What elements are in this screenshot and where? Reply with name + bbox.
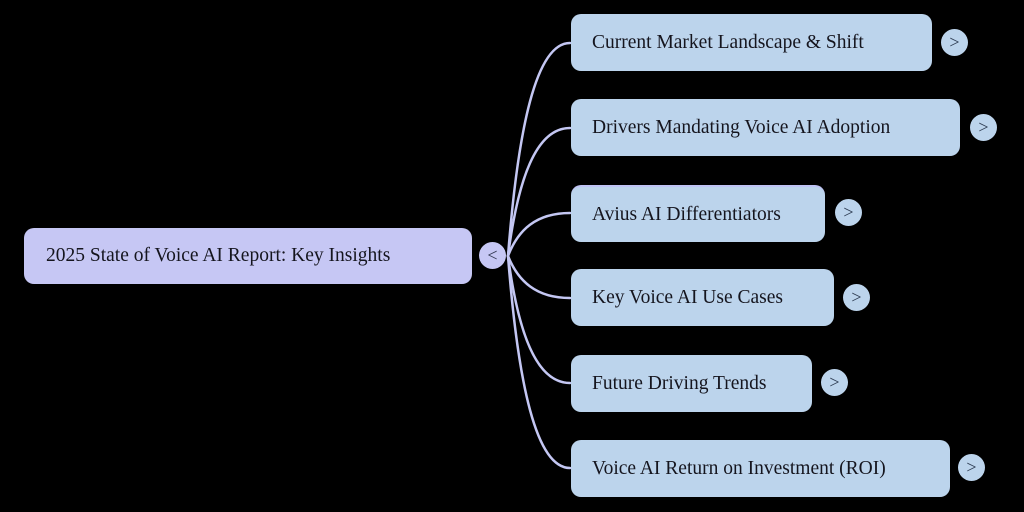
- chevron-right-icon: >: [966, 456, 977, 477]
- branch-node-label: Voice AI Return on Investment (ROI): [592, 457, 886, 479]
- connector-line: [506, 254, 572, 300]
- connector-line: [506, 126, 572, 258]
- branch-node-label: Future Driving Trends: [592, 372, 767, 394]
- connector-line: [506, 41, 572, 258]
- root-node-label: 2025 State of Voice AI Report: Key Insig…: [46, 245, 391, 266]
- connector-line: [506, 254, 572, 385]
- branch-node-label: Key Voice AI Use Cases: [592, 286, 784, 308]
- branch-node-avius-ai-differentiators[interactable]: Avius AI Differentiators: [571, 185, 825, 242]
- chevron-right-icon: >: [978, 116, 989, 137]
- chevron-right-icon: >: [829, 371, 840, 392]
- branch-node-label: Drivers Mandating Voice AI Adoption: [592, 116, 891, 138]
- chevron-left-icon: <: [487, 244, 498, 265]
- branch-node-drivers-mandating-adoption[interactable]: Drivers Mandating Voice AI Adoption: [571, 99, 960, 156]
- branch-node-key-use-cases[interactable]: Key Voice AI Use Cases: [571, 269, 834, 326]
- expand-branch-button-current-market-landscape[interactable]: >: [941, 29, 968, 56]
- expand-branch-button-key-use-cases[interactable]: >: [843, 284, 870, 311]
- expand-branch-button-drivers-mandating-adoption[interactable]: >: [970, 114, 997, 141]
- branch-node-label: Current Market Landscape & Shift: [592, 31, 864, 53]
- chevron-right-icon: >: [949, 31, 960, 52]
- chevron-right-icon: >: [843, 201, 854, 222]
- connector-line: [506, 211, 572, 258]
- expand-branch-button-voice-ai-roi[interactable]: >: [958, 454, 985, 481]
- expand-branch-button-avius-ai-differentiators[interactable]: >: [835, 199, 862, 226]
- branch-node-label: Avius AI Differentiators: [592, 203, 781, 225]
- branch-node-future-driving-trends[interactable]: Future Driving Trends: [571, 355, 812, 412]
- connector-line: [506, 254, 572, 470]
- chevron-right-icon: >: [851, 286, 862, 307]
- branch-node-voice-ai-roi[interactable]: Voice AI Return on Investment (ROI): [571, 440, 950, 497]
- branch-node-current-market-landscape[interactable]: Current Market Landscape & Shift: [571, 14, 932, 71]
- expand-branch-button-future-driving-trends[interactable]: >: [821, 369, 848, 396]
- root-node[interactable]: 2025 State of Voice AI Report: Key Insig…: [24, 228, 472, 284]
- collapse-root-button[interactable]: <: [479, 242, 506, 269]
